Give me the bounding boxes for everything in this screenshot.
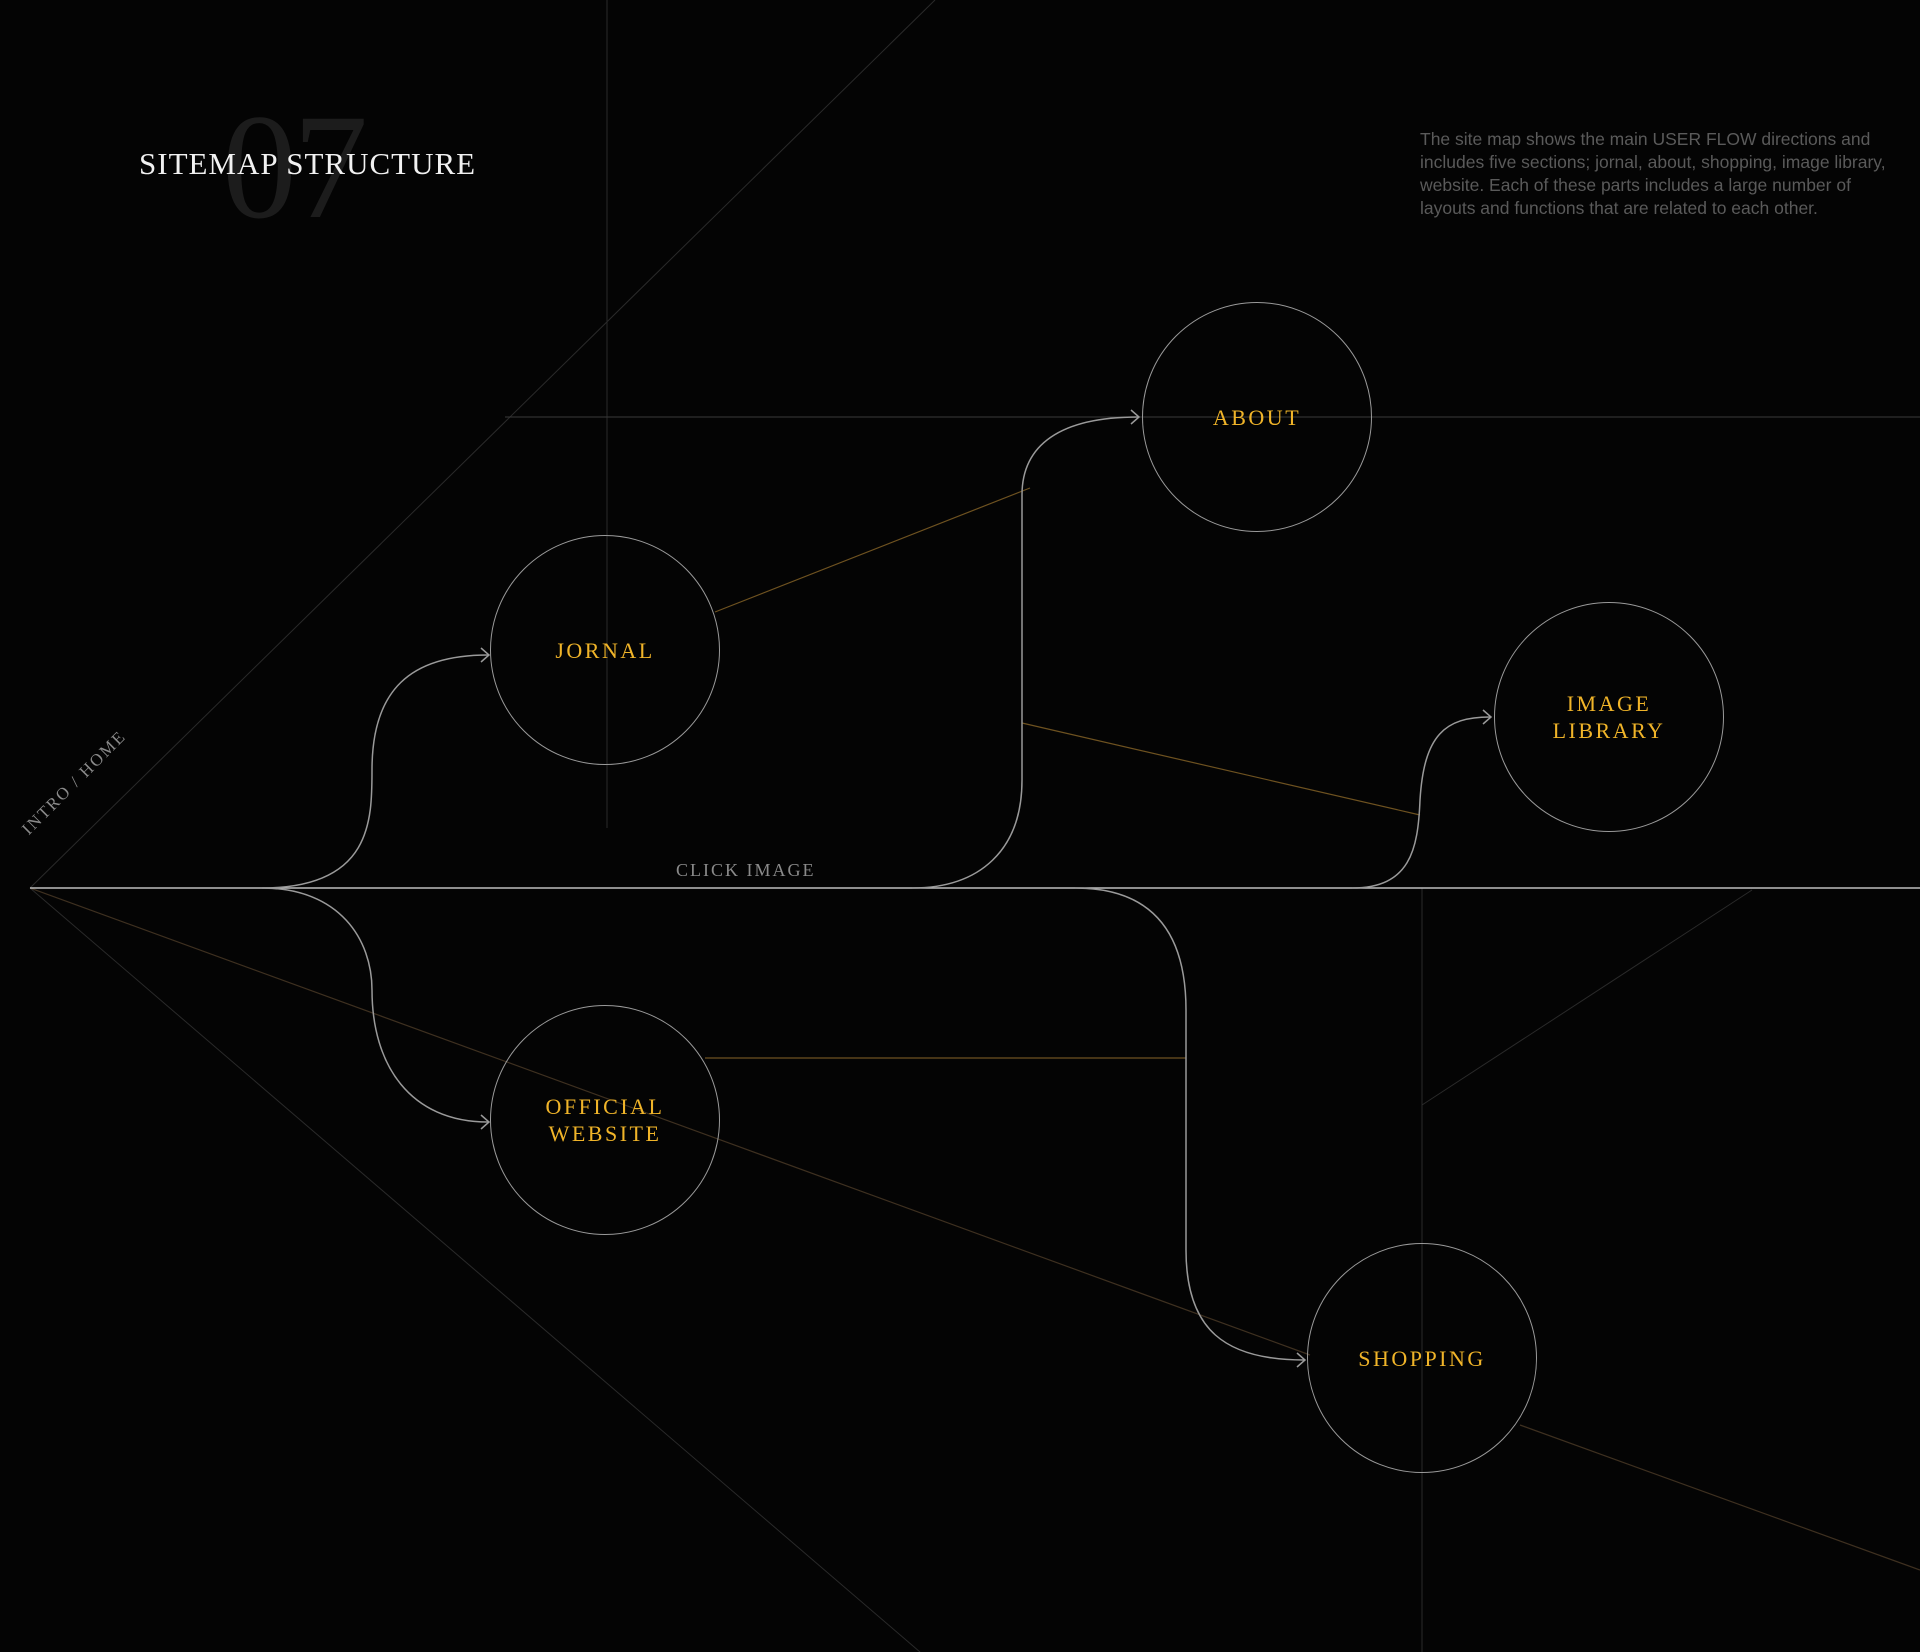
page-title: SITEMAP STRUCTURE xyxy=(139,146,477,181)
node-image-library[interactable]: IMAGE LIBRARY xyxy=(1494,602,1724,832)
node-label-image-library: IMAGE LIBRARY xyxy=(1552,691,1666,743)
section-number: 07 xyxy=(222,84,368,250)
node-label-jornal: JORNAL xyxy=(555,637,655,663)
connector-image-library xyxy=(1351,716,1491,889)
node-label-about: ABOUT xyxy=(1212,404,1302,430)
arrow-jornal xyxy=(480,647,491,663)
connector-about xyxy=(911,416,1139,889)
node-about[interactable]: ABOUT xyxy=(1142,302,1372,532)
node-jornal[interactable]: JORNAL xyxy=(490,535,720,765)
flow-label: CLICK IMAGE xyxy=(676,860,816,880)
arrow-shopping xyxy=(1296,1352,1307,1368)
page-description: The site map shows the main USER FLOW di… xyxy=(1420,129,1886,218)
arrow-image-library xyxy=(1482,709,1493,725)
accent-diagonal-right xyxy=(1519,1424,1920,1571)
accent-flow-library xyxy=(1021,722,1421,816)
connector-jornal xyxy=(261,654,489,889)
arrowheads xyxy=(480,409,1493,1368)
guide-diagonal-right xyxy=(1421,889,1753,1106)
node-official-website[interactable]: OFFICIAL WEBSITE xyxy=(490,1005,720,1235)
arrow-about xyxy=(1130,409,1141,425)
flow-lines xyxy=(30,416,1920,1361)
node-shopping[interactable]: SHOPPING xyxy=(1307,1243,1537,1473)
guide-diagonal-bottom xyxy=(29,887,921,1652)
arrow-website xyxy=(480,1114,491,1130)
node-label-shopping: SHOPPING xyxy=(1358,1345,1486,1371)
accent-jornal-about xyxy=(714,487,1031,613)
node-label-official-website: OFFICIAL WEBSITE xyxy=(545,1094,665,1146)
guide-diagonal-top xyxy=(29,0,936,889)
connector-shopping xyxy=(1074,887,1305,1361)
connector-website xyxy=(261,887,489,1123)
